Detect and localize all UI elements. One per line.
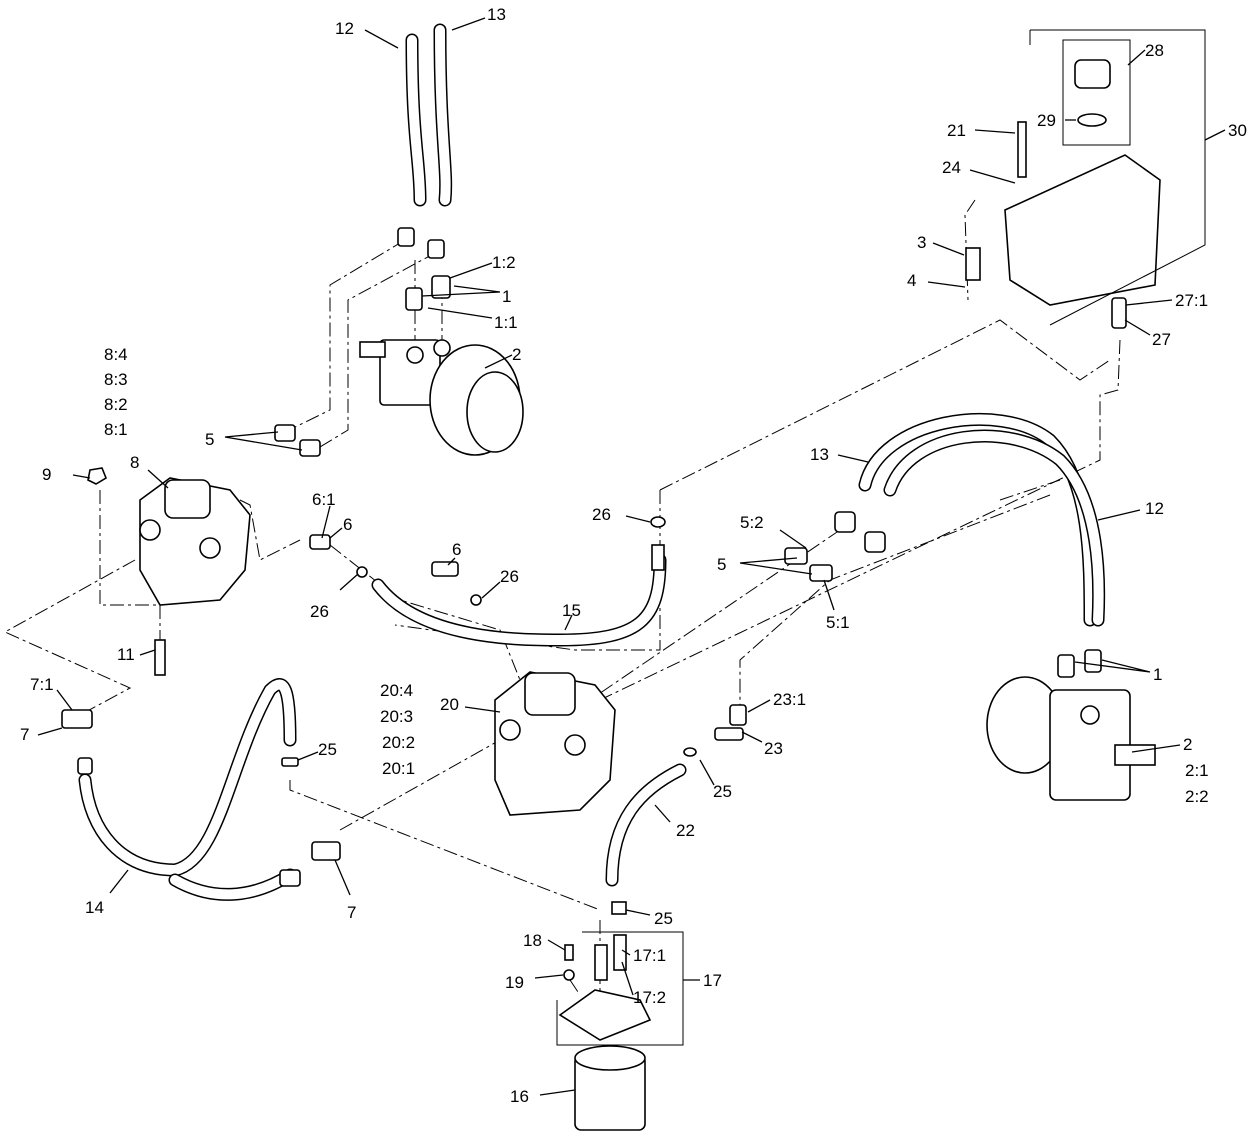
label-11: 11 xyxy=(117,645,135,664)
label-8: 8 xyxy=(130,453,139,472)
label-6: 6 xyxy=(343,515,352,534)
label-21: 21 xyxy=(947,121,966,140)
label-28: 28 xyxy=(1145,41,1164,60)
label-27: 27 xyxy=(1152,330,1171,349)
label-8-4: 8:4 xyxy=(104,345,128,364)
label-17-2: 17:2 xyxy=(633,988,666,1007)
label-17-1: 17:1 xyxy=(633,946,666,965)
fittings-right xyxy=(1057,649,1102,678)
label-20-3: 20:3 xyxy=(380,707,413,726)
label-22: 22 xyxy=(676,821,695,840)
label-1-2: 1:2 xyxy=(492,253,516,272)
label-16: 16 xyxy=(510,1087,529,1106)
label-2: 2 xyxy=(512,345,521,364)
pump-8 xyxy=(139,477,251,606)
label-5-2: 5:2 xyxy=(740,513,764,532)
label-8-2: 8:2 xyxy=(104,395,128,414)
callout-labels: 12 13 1:2 1 1:1 2 8:4 8:3 8:2 8:1 5 9 8 … xyxy=(20,5,1247,1106)
label-23-1: 23:1 xyxy=(773,690,806,709)
label-1-1: 1:1 xyxy=(494,313,518,332)
label-5: 5 xyxy=(205,430,214,449)
label-30: 30 xyxy=(1228,121,1247,140)
label-7: 7 xyxy=(20,725,29,744)
label-2-2: 2:2 xyxy=(1185,787,1209,806)
label-27-1: 27:1 xyxy=(1175,291,1208,310)
fittings-upper xyxy=(397,227,451,311)
label-14: 14 xyxy=(85,898,104,917)
label-25: 25 xyxy=(318,740,337,759)
label-8-3: 8:3 xyxy=(104,370,128,389)
label-5-1: 5:1 xyxy=(826,613,850,632)
label-13: 13 xyxy=(810,445,829,464)
label-24: 24 xyxy=(942,158,961,177)
label-7-1: 7:1 xyxy=(30,675,54,694)
label-1: 1 xyxy=(502,287,511,306)
label-2: 2 xyxy=(1183,735,1192,754)
label-3: 3 xyxy=(917,233,926,252)
label-20: 20 xyxy=(440,695,459,714)
label-23: 23 xyxy=(764,739,783,758)
hydraulic-motor-upper xyxy=(359,339,524,456)
pump-20 xyxy=(494,671,616,816)
label-12: 12 xyxy=(335,19,354,38)
label-5: 5 xyxy=(717,555,726,574)
label-29: 29 xyxy=(1037,111,1056,130)
label-13: 13 xyxy=(487,5,506,24)
hydraulic-tank xyxy=(965,59,1161,329)
label-26: 26 xyxy=(500,567,519,586)
label-26: 26 xyxy=(592,505,611,524)
label-7: 7 xyxy=(347,903,356,922)
label-20-2: 20:2 xyxy=(382,733,415,752)
hydraulic-motor-right xyxy=(986,676,1156,801)
label-9: 9 xyxy=(42,465,51,484)
label-2-1: 2:1 xyxy=(1185,761,1209,780)
label-18: 18 xyxy=(523,931,542,950)
leader-lines xyxy=(37,17,1226,1096)
label-6: 6 xyxy=(452,540,461,559)
filter-assembly xyxy=(558,901,652,1131)
label-25: 25 xyxy=(713,782,732,801)
label-12: 12 xyxy=(1145,499,1164,518)
misc-fittings xyxy=(61,424,886,981)
label-20-1: 20:1 xyxy=(382,759,415,778)
label-25: 25 xyxy=(654,909,673,928)
label-17: 17 xyxy=(703,971,722,990)
hoses xyxy=(78,23,1106,901)
label-19: 19 xyxy=(505,973,524,992)
label-1: 1 xyxy=(1153,665,1162,684)
label-6-1: 6:1 xyxy=(312,490,336,509)
sub-assembly-boxes xyxy=(556,29,1206,1046)
label-20-4: 20:4 xyxy=(380,681,413,700)
label-4: 4 xyxy=(907,271,916,290)
label-15: 15 xyxy=(562,601,581,620)
label-26: 26 xyxy=(310,602,329,621)
label-8-1: 8:1 xyxy=(104,420,128,439)
